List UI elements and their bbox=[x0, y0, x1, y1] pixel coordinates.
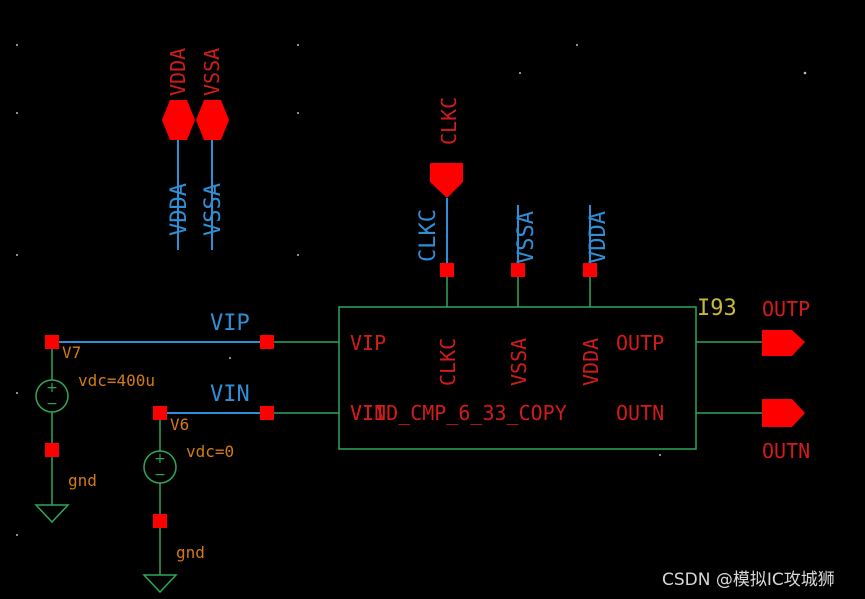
instance-pin-outn: OUTN bbox=[616, 401, 664, 425]
v6-gnd-label: gnd bbox=[176, 543, 205, 562]
instance-pin-vin: VIN bbox=[350, 401, 386, 425]
outn-pin-label: OUTN bbox=[762, 439, 810, 463]
v7-gnd-symbol bbox=[34, 504, 70, 524]
clkc-pin-group: CLKC CLKC bbox=[416, 97, 463, 270]
v7-bottom-terminal[interactable] bbox=[45, 443, 59, 457]
instance-outline[interactable] bbox=[338, 306, 697, 450]
vssa-net-label: VSSA bbox=[201, 183, 226, 236]
vssa-terminal[interactable] bbox=[511, 263, 525, 277]
instance-pin-vssa: VSSA bbox=[507, 338, 531, 386]
v7-plus: + bbox=[46, 380, 58, 396]
global-pins: VDDA VSSA VDDA VSSA bbox=[162, 48, 229, 250]
v7-param: vdc=400u bbox=[78, 371, 155, 390]
clkc-pin-label: CLKC bbox=[437, 97, 461, 145]
v6-name: V6 bbox=[170, 415, 189, 434]
outn-output-pin[interactable] bbox=[762, 399, 805, 427]
instance-name: I93 bbox=[697, 296, 737, 321]
instance-pin-vip: VIP bbox=[350, 331, 386, 355]
v7-top-terminal[interactable] bbox=[45, 335, 59, 349]
instance-pin-outp: OUTP bbox=[616, 331, 664, 355]
instance-pin-clkc: CLKC bbox=[436, 338, 460, 386]
v6-plus: + bbox=[154, 451, 166, 467]
outp-output-pin[interactable] bbox=[762, 330, 805, 356]
comparator-instance[interactable]: I93 VIP VIN CLKC VSSA VDDA OUTP OUTN VII… bbox=[338, 296, 737, 450]
vdda-pin-label: VDDA bbox=[166, 48, 190, 96]
instance-pin-vdda: VDDA bbox=[579, 338, 603, 386]
input-wiring: VIP VIN bbox=[52, 311, 339, 420]
v7-name: V7 bbox=[62, 343, 81, 362]
source-v6[interactable]: + − V6 vdc=0 gnd bbox=[142, 406, 234, 594]
grid-dots bbox=[16, 44, 807, 536]
outp-pin-label: OUTP bbox=[762, 297, 810, 321]
vssa-inout-pin[interactable] bbox=[196, 100, 229, 140]
vip-net-label: VIP bbox=[210, 311, 250, 336]
vdda-top-net-label: VDDA bbox=[586, 211, 611, 264]
clkc-net-label: CLKC bbox=[416, 209, 441, 262]
v6-bottom-terminal[interactable] bbox=[153, 514, 167, 528]
vin-net-label: VIN bbox=[210, 382, 250, 407]
vin-terminal[interactable] bbox=[260, 406, 274, 420]
vdda-net-label: VDDA bbox=[167, 183, 192, 236]
outputs: OUTP OUTN bbox=[696, 297, 810, 463]
vssa-pin-label: VSSA bbox=[200, 48, 224, 96]
v7-minus: − bbox=[46, 396, 58, 412]
clkc-terminal[interactable] bbox=[440, 263, 454, 277]
instance-cell-name: VIID_CMP_6_33_COPY bbox=[350, 401, 567, 425]
watermark: CSDN @模拟IC攻城狮 bbox=[662, 570, 835, 590]
vssa-top-net-label: VSSA bbox=[514, 211, 539, 264]
v6-gnd-symbol bbox=[142, 574, 178, 594]
top-nets: VSSA VDDA bbox=[440, 205, 611, 307]
vdda-inout-pin[interactable] bbox=[162, 100, 195, 140]
v6-param: vdc=0 bbox=[186, 442, 234, 461]
v7-gnd-label: gnd bbox=[68, 471, 97, 490]
source-v7[interactable]: + − V7 vdc=400u gnd bbox=[34, 335, 155, 524]
vip-terminal[interactable] bbox=[260, 335, 274, 349]
vdda-terminal[interactable] bbox=[583, 263, 597, 277]
v6-top-terminal[interactable] bbox=[153, 406, 167, 420]
clkc-input-pin[interactable] bbox=[430, 163, 463, 198]
v6-minus: − bbox=[154, 467, 166, 483]
